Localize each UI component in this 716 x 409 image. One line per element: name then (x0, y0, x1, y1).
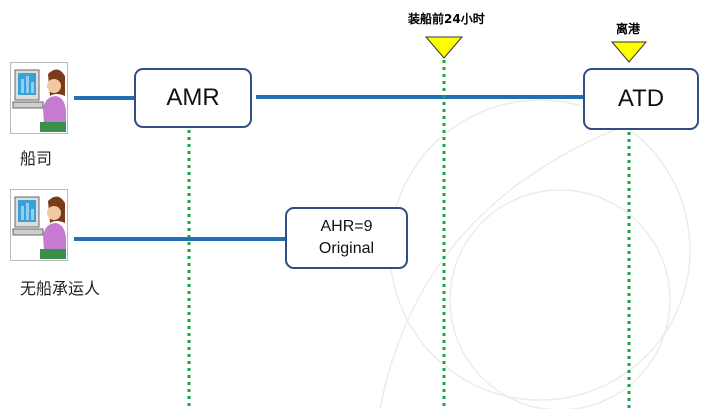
marker-label-24h: 装船前24小时 (408, 12, 485, 26)
actor-label-carrier: 船司 (20, 149, 53, 168)
marker-departure-triangle-icon (610, 41, 648, 63)
atd-box: ATD (583, 68, 699, 130)
amr-box-label: AMR (166, 84, 220, 111)
computer-user-icon (10, 62, 68, 134)
ahr-box-line1: AHR=9 (320, 218, 373, 235)
background-watermark (379, 99, 691, 409)
ahr-box-line2: Original (318, 240, 375, 257)
marker-24h-triangle-icon (424, 36, 464, 59)
marker-label-departure: 离港 (616, 22, 641, 36)
actor-label-nvocc: 无船承运人 (20, 279, 101, 298)
atd-box-label: ATD (617, 85, 665, 112)
computer-user-icon (10, 189, 68, 261)
ahr-box: AHR=9 Original (285, 207, 408, 269)
amr-box: AMR (134, 68, 252, 128)
